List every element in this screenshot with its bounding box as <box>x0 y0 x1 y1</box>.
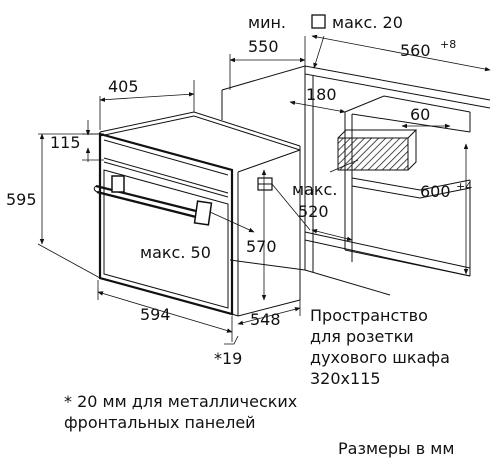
dim-594: 594 <box>140 305 171 324</box>
dim-60: 60 <box>410 105 430 124</box>
socket-space <box>337 128 471 199</box>
dim-548: 548 <box>250 310 281 329</box>
max-label-520: макс. <box>292 180 337 199</box>
units-note: Размеры в мм <box>338 439 454 458</box>
dim-115: 115 <box>50 133 81 152</box>
footnote-line2: фронтальных панелей <box>64 413 256 432</box>
dimension-lines <box>37 34 491 345</box>
min-label: мин. <box>248 13 286 32</box>
dim-560: 560 <box>400 41 431 60</box>
dim-180: 180 <box>306 85 337 104</box>
footnote-line1: * 20 мм для металлических <box>64 392 297 411</box>
notes: Пространство для розетки духового шкафа … <box>64 306 454 458</box>
dim-560-tolerance: +8 <box>440 38 456 51</box>
dim-520: 520 <box>298 202 329 221</box>
dim-405: 405 <box>108 77 139 96</box>
dim-595: 595 <box>6 190 37 209</box>
dim-550: 550 <box>248 37 279 56</box>
socket-note-line1: Пространство <box>310 306 428 325</box>
square-icon <box>311 14 326 29</box>
dim-600: 600 <box>420 182 451 201</box>
dim-600-tolerance: +4 <box>456 180 472 193</box>
dimension-labels: мин. макс. 20 550 560 +8 405 180 60 115 … <box>6 13 472 368</box>
footnote-marker-19: *19 <box>214 349 242 368</box>
socket-note-line3: духового шкафа <box>310 348 450 367</box>
socket-note-line4: 320x115 <box>310 369 381 388</box>
socket-note-line2: для розетки <box>310 327 414 346</box>
max20-label: макс. 20 <box>332 13 403 32</box>
oven-body <box>93 111 301 317</box>
max50-label: макс. 50 <box>140 243 211 262</box>
dim-570: 570 <box>246 237 277 256</box>
